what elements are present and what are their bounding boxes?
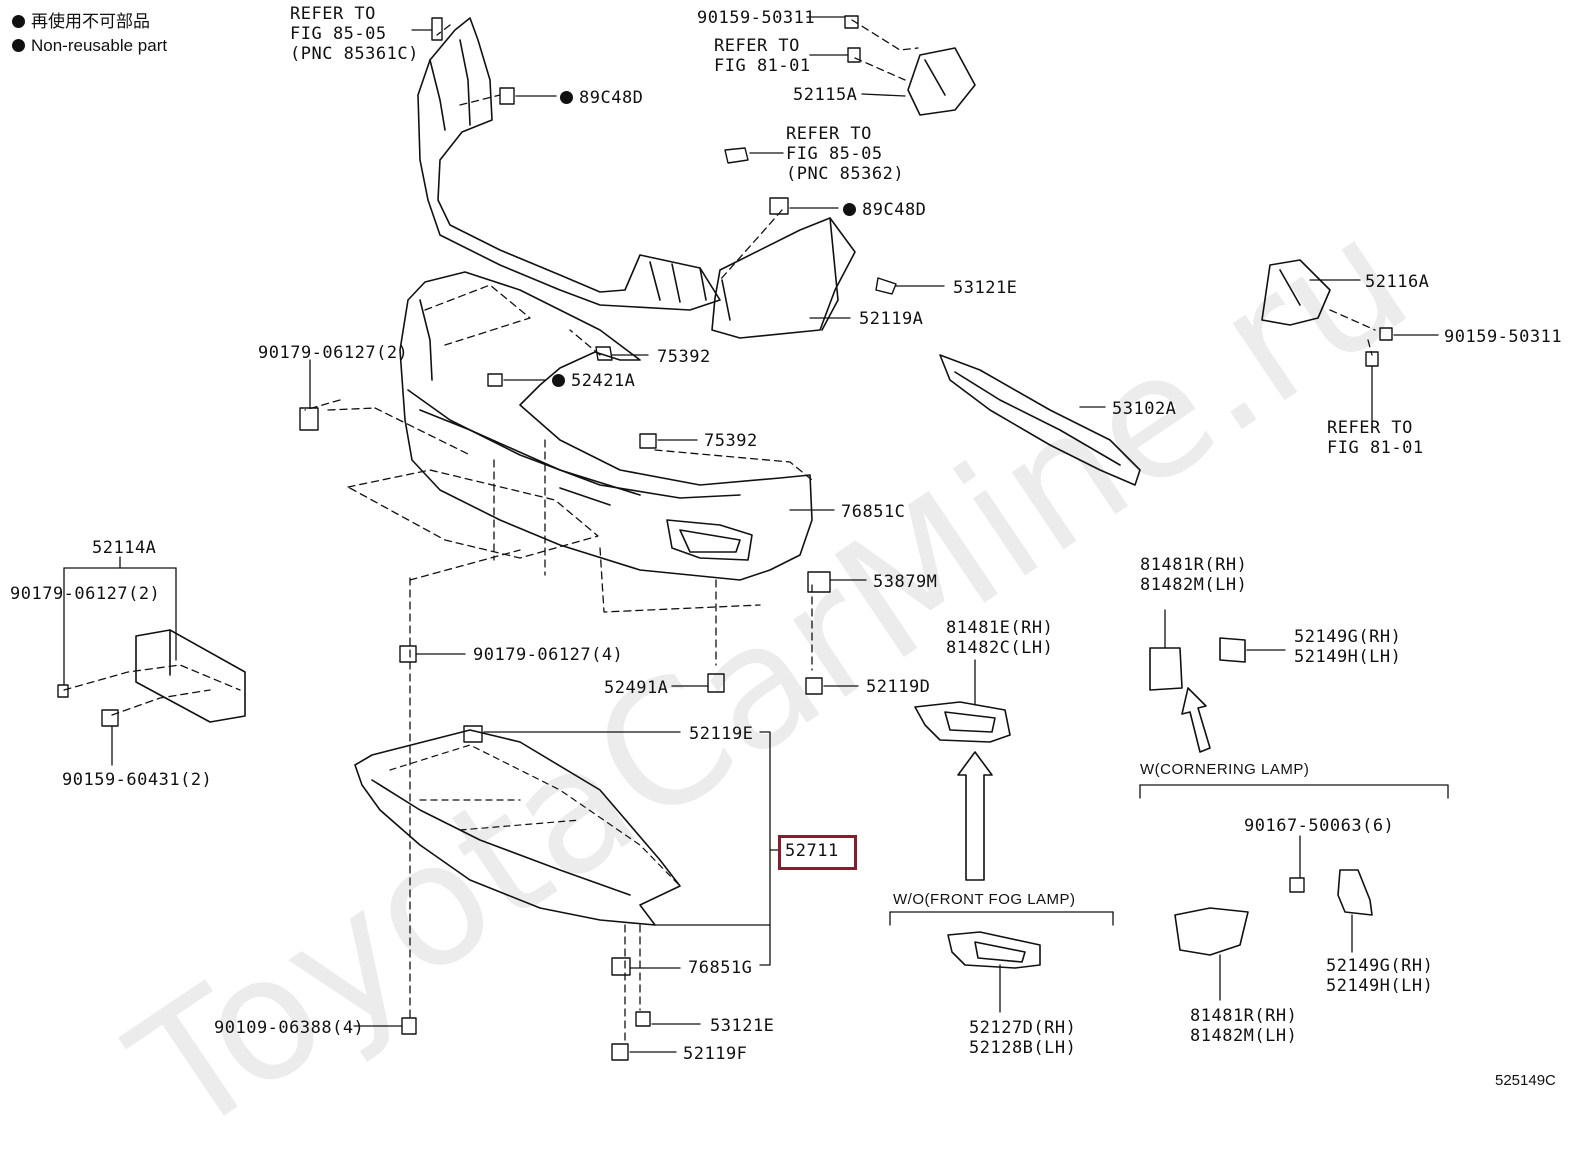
callout-89c48d-b-text: 89C48D [862, 200, 927, 220]
callout-52149g-a[interactable]: 52149G(RH) 52149H(LH) [1294, 627, 1402, 667]
bracket-52149g-a-drawing [1219, 637, 1246, 663]
figure-id: 525149C [1495, 1072, 1556, 1089]
group-label-wo-fog: W/O(FRONT FOG LAMP) [893, 891, 1076, 908]
callout-52127d[interactable]: 52127D(RH) 52128B(LH) [969, 1018, 1077, 1058]
callout-90159-50311-b[interactable]: 90159-50311 [1444, 327, 1563, 347]
callout-refer-c[interactable]: REFER TO FIG 85-05 (PNC 85362) [786, 124, 905, 184]
callout-76851g[interactable]: 76851G [688, 958, 753, 978]
license-bracket-drawing [135, 629, 246, 723]
callout-52421a[interactable]: 52421A [552, 371, 635, 391]
callout-81481r-b[interactable]: 81481R(RH) 81482M(LH) [1190, 1006, 1298, 1046]
callout-52149g-b[interactable]: 52149G(RH) 52149H(LH) [1326, 956, 1434, 996]
cornering-cover-drawing [1174, 907, 1249, 956]
callout-52491a[interactable]: 52491A [604, 678, 669, 698]
callout-52116a[interactable]: 52116A [1365, 272, 1430, 292]
callout-53121e-b[interactable]: 53121E [710, 1016, 775, 1036]
callout-52119a[interactable]: 52119A [859, 309, 924, 329]
legend-jp-text: 再使用不可部品 [31, 12, 150, 31]
callout-90179-06127-2a[interactable]: 90179-06127(2) [258, 343, 409, 363]
callout-89c48d-a[interactable]: 89C48D [560, 88, 643, 108]
non-reusable-dot-icon [560, 91, 573, 104]
callout-53879m[interactable]: 53879M [873, 572, 938, 592]
callout-52115a[interactable]: 52115A [793, 85, 858, 105]
callout-81481e[interactable]: 81481E(RH) 81482C(LH) [946, 618, 1054, 658]
bracket-52115a-drawing [907, 47, 976, 116]
callout-90159-50311-a[interactable]: 90159-50311 [697, 8, 816, 28]
non-reusable-dot-icon [12, 39, 25, 52]
callout-90167-50063[interactable]: 90167-50063(6) [1244, 816, 1395, 836]
callout-refer-b[interactable]: REFER TO FIG 81-01 [714, 36, 811, 76]
arrow-up-cornering-drawing [1181, 687, 1211, 753]
callout-90179-06127-2b[interactable]: 90179-06127(2) [10, 584, 161, 604]
highlight-box-52711 [778, 835, 857, 870]
bracket-52149g-b-drawing [1337, 869, 1373, 916]
callout-75392-a[interactable]: 75392 [657, 347, 711, 367]
arrow-up-fog-drawing [957, 751, 993, 881]
lower-spoiler-drawing [354, 729, 681, 926]
callout-refer-d[interactable]: REFER TO FIG 81-01 [1327, 418, 1424, 458]
lamp-81481r-drawing [1149, 647, 1183, 691]
callout-52119d[interactable]: 52119D [866, 677, 931, 697]
callout-53102a[interactable]: 53102A [1112, 399, 1177, 419]
callout-52119e[interactable]: 52119E [689, 724, 754, 744]
non-reusable-dot-icon [552, 374, 565, 387]
callout-76851c[interactable]: 76851C [841, 502, 906, 522]
non-reusable-dot-icon [843, 203, 856, 216]
callout-53121e-a[interactable]: 53121E [953, 278, 1018, 298]
legend-row-en: Non-reusable part [12, 34, 167, 58]
callout-75392-b[interactable]: 75392 [704, 431, 758, 451]
diagram-lineart [57, 15, 1449, 1061]
fog-cover-52127d-drawing [947, 931, 1041, 969]
callout-89c48d-b[interactable]: 89C48D [843, 200, 926, 220]
callout-refer-a[interactable]: REFER TO FIG 85-05 (PNC 85361C) [290, 4, 419, 64]
parts-diagram: ToyotaCarMine.ru [10, 4, 1563, 1174]
callout-90159-60431[interactable]: 90159-60431(2) [62, 770, 213, 790]
legend-row-jp: 再使用不可部品 [12, 10, 150, 34]
fog-cover-81481e-drawing [914, 701, 1011, 743]
bumper-cover-drawing [399, 271, 813, 581]
group-label-cornering: W(CORNERING LAMP) [1140, 761, 1310, 778]
non-reusable-dot-icon [12, 15, 25, 28]
callout-81481r-a[interactable]: 81481R(RH) 81482M(LH) [1140, 555, 1248, 595]
callout-90109-06388[interactable]: 90109-06388(4) [214, 1018, 365, 1038]
grille-drawing [939, 354, 1141, 486]
callout-90179-06127-4[interactable]: 90179-06127(4) [473, 645, 624, 665]
callout-52114a[interactable]: 52114A [92, 538, 157, 558]
bracket-52116a-drawing [1261, 259, 1331, 326]
callout-52711[interactable]: 52711 [785, 841, 839, 861]
callout-52421a-text: 52421A [571, 371, 636, 391]
callout-52119f[interactable]: 52119F [683, 1044, 748, 1064]
bumper-reinforcement-drawing [417, 17, 856, 339]
callout-89c48d-a-text: 89C48D [579, 88, 644, 108]
legend-en-text: Non-reusable part [31, 36, 168, 55]
